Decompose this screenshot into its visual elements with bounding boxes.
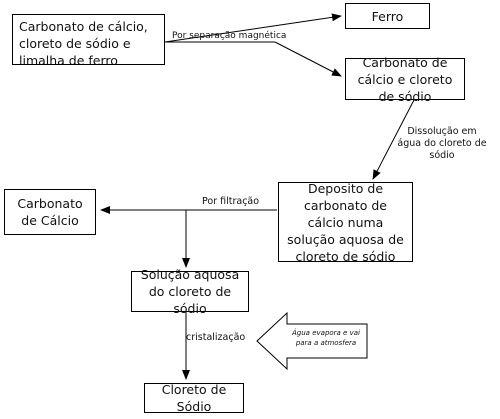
box-calcium-carbonate: Carbonato de Cálcio [4,189,96,235]
arrow-to-iron [164,13,342,43]
box-carbonate-chloride: Carbonato de cálcio e cloreto de sódio [345,55,465,104]
box-sodium-chloride-text: Cloreto de Sódio [161,382,227,414]
arrow-to-carbonate-chloride [274,41,342,77]
box-calcium-carbonate-text: Carbonato de Cálcio [17,196,83,228]
box-iron: Ferro [345,3,430,29]
arrow-to-deposit [372,99,415,180]
box-aqueous-solution: Solução aquosa do cloreto de sódio [131,267,249,316]
label-magnetic-separation: Por separação magnética [172,31,287,41]
label-dissolution: Dissolução em água do cloreto de sódio [397,126,487,161]
label-water-evaporates: Água evapora e vai para a atmosfera [292,329,360,347]
box-carbonate-chloride-text: Carbonato de cálcio e cloreto de sódio [357,54,453,104]
box-mixture: Carbonato de cálcio, cloreto de sódio e … [12,14,165,65]
label-filtration: Por filtração [202,196,260,207]
box-mixture-text: Carbonato de cálcio, cloreto de sódio e … [19,19,148,65]
box-iron-text: Ferro [371,8,404,24]
box-deposit: Deposito de carbonato de cálcio numa sol… [278,180,413,264]
evaporation-block-arrow [256,311,368,371]
box-aqueous-solution-text: Solução aquosa do cloreto de sódio [140,267,240,316]
label-crystallization: cristalização [186,332,246,343]
box-sodium-chloride: Cloreto de Sódio [144,382,244,414]
box-deposit-text: Deposito de carbonato de cálcio numa sol… [287,180,404,264]
